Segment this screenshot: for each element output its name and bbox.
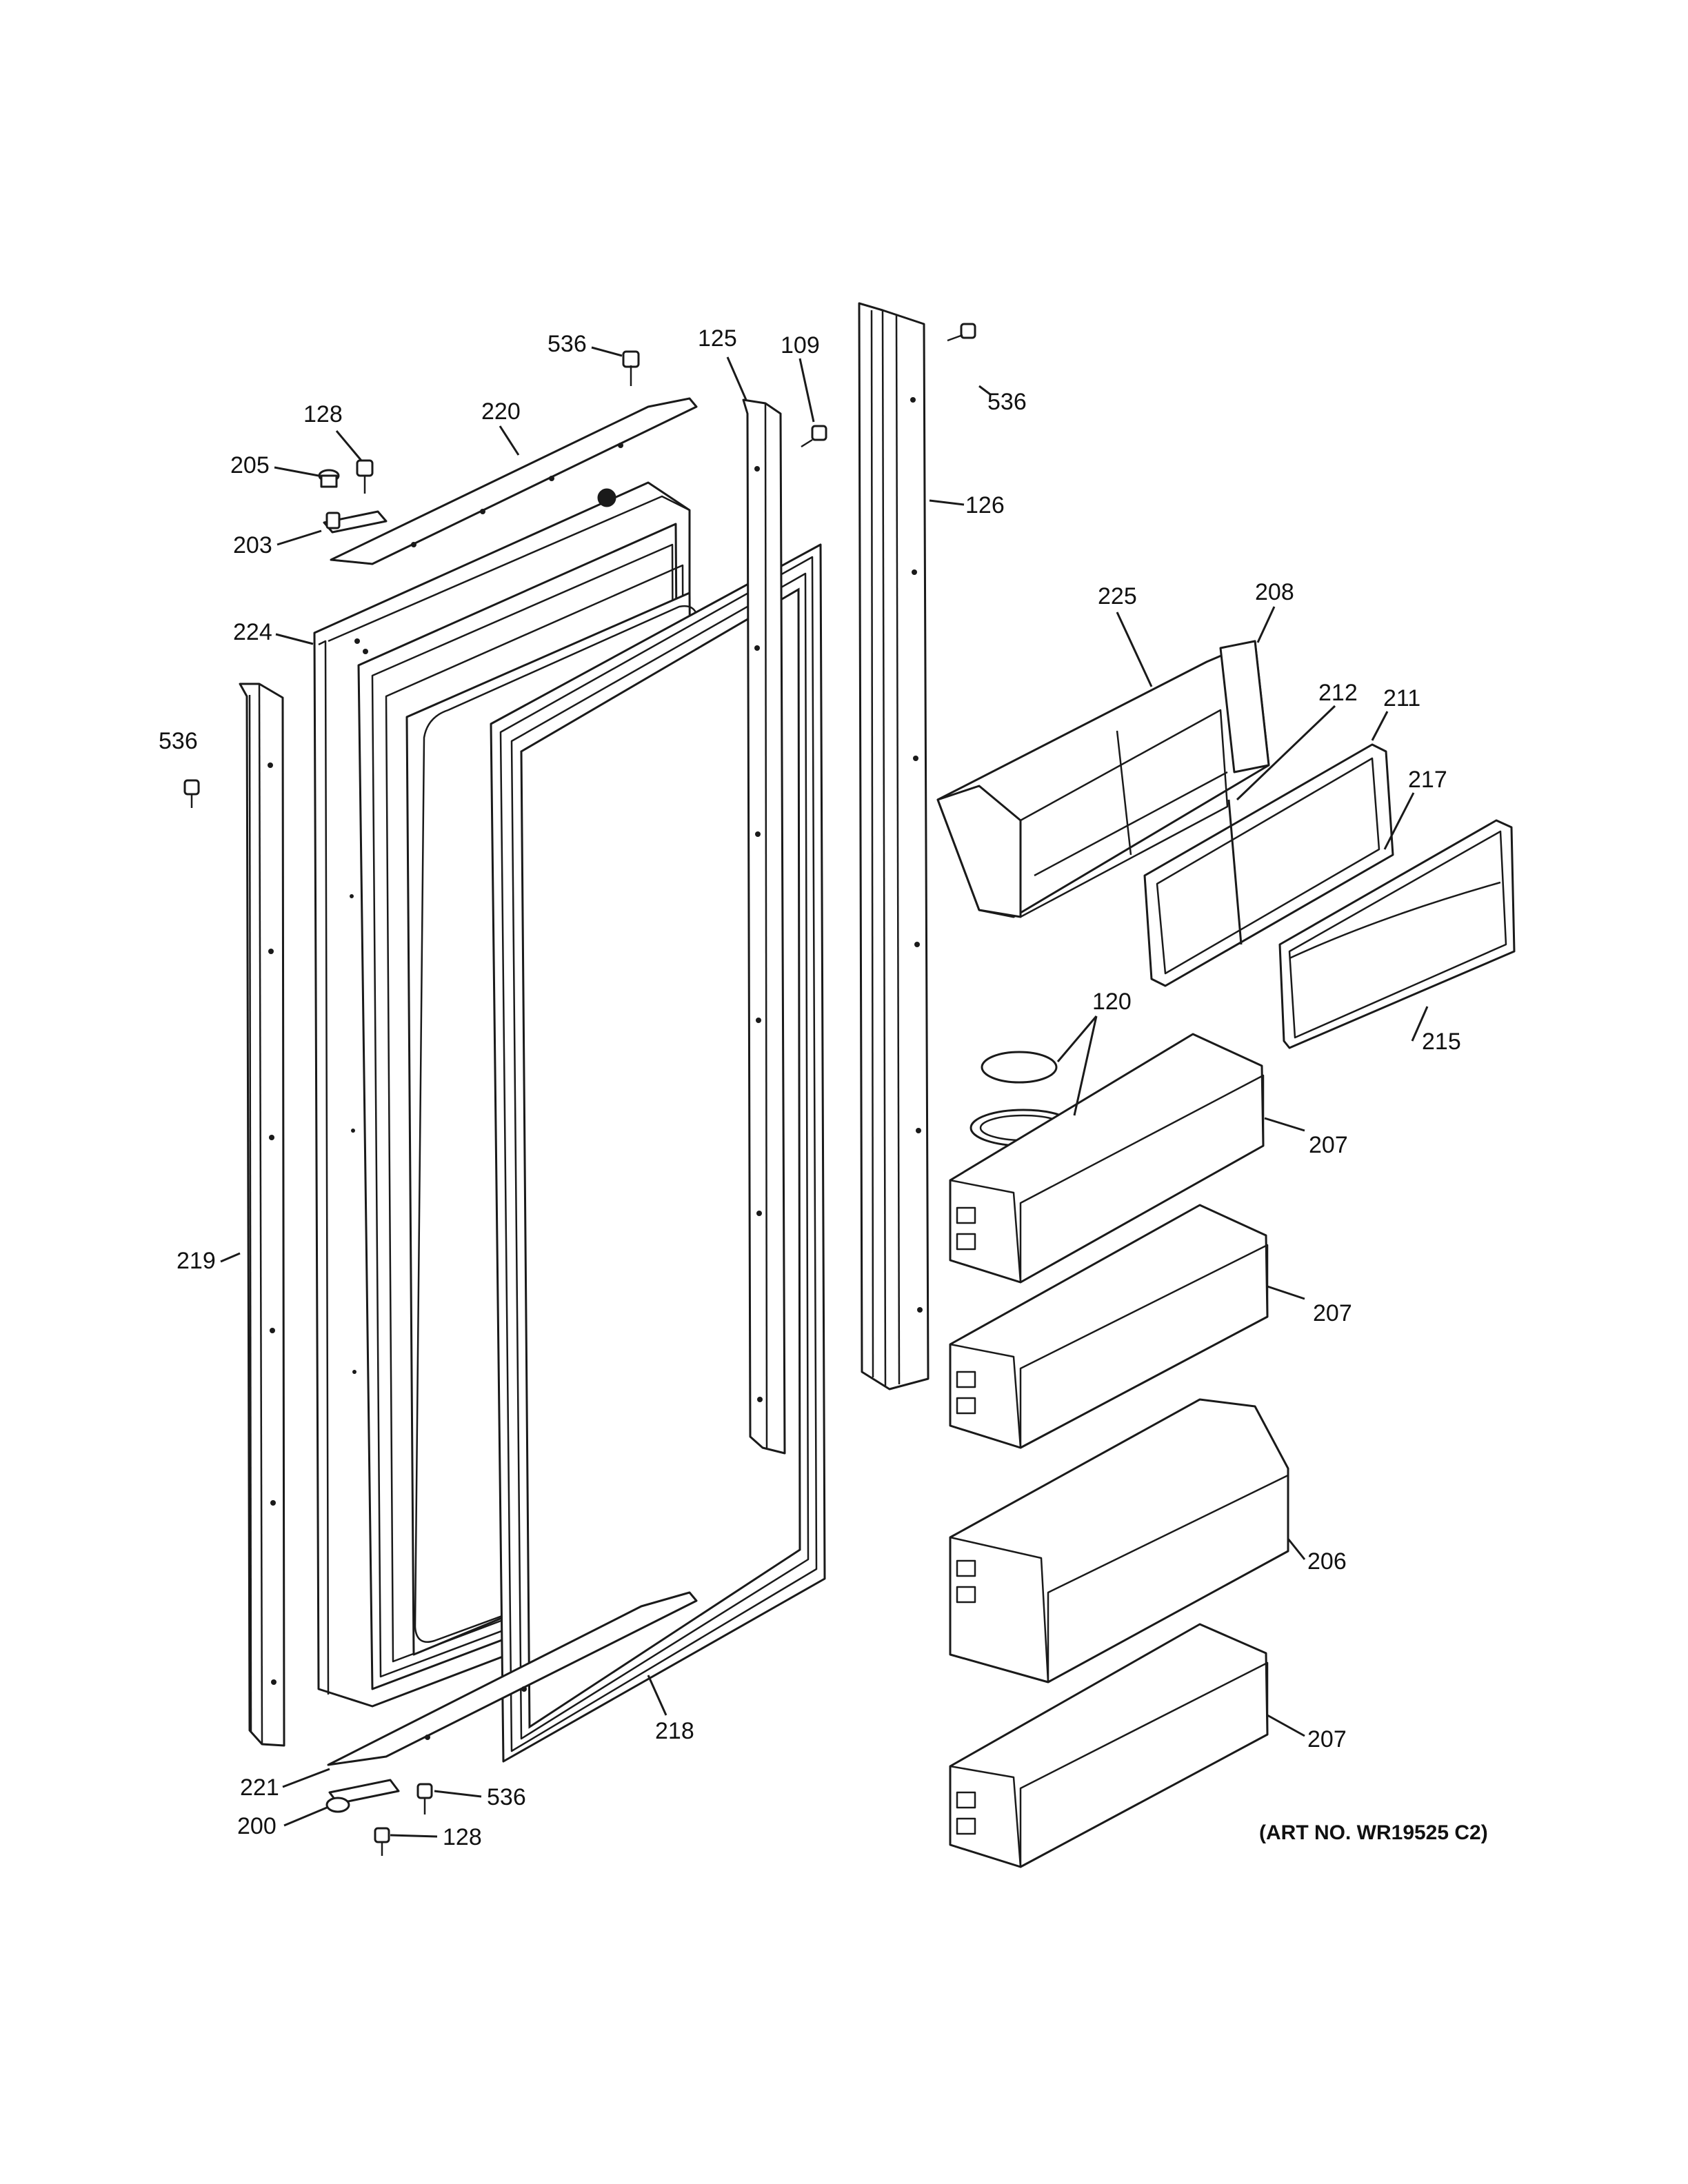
callout-203: 203 — [233, 532, 272, 558]
bin-206 — [949, 1398, 1289, 1684]
hinge-200 — [325, 1779, 400, 1813]
callout-207: 207 — [1307, 1726, 1347, 1752]
callout-225: 225 — [1098, 583, 1137, 609]
callout-217: 217 — [1408, 767, 1447, 793]
part-125-strip — [742, 398, 786, 1455]
callout-125: 125 — [698, 325, 737, 352]
part-219-trim-strip — [239, 682, 285, 1747]
callout-120: 120 — [1092, 989, 1132, 1015]
part-215-217-front — [1278, 819, 1516, 1049]
bushing-205 — [318, 469, 340, 488]
screw-128-top — [356, 459, 374, 494]
callout-536: 536 — [487, 1784, 526, 1810]
screw-536-right — [947, 323, 976, 342]
callout-126: 126 — [965, 492, 1005, 518]
part-221-bottom-channel — [327, 1591, 698, 1766]
callout-215: 215 — [1422, 1029, 1461, 1055]
screw-128-bottom — [374, 1827, 390, 1856]
callout-218: 218 — [655, 1718, 694, 1744]
callout-206: 206 — [1307, 1548, 1347, 1575]
callout-221: 221 — [240, 1775, 279, 1801]
screw-536-bottom — [416, 1783, 433, 1814]
callout-219: 219 — [177, 1248, 216, 1274]
part-225-208-bin-assembly — [936, 640, 1270, 918]
leader-lines — [220, 346, 1429, 1838]
callout-212: 212 — [1318, 680, 1358, 706]
callout-208: 208 — [1255, 579, 1294, 605]
callout-211: 211 — [1383, 685, 1420, 711]
callout-220: 220 — [481, 398, 521, 425]
callout-128: 128 — [443, 1824, 482, 1850]
art-number: (ART NO. WR19525 C2) — [1259, 1821, 1488, 1844]
callout-536: 536 — [159, 728, 198, 754]
callout-205: 205 — [230, 452, 270, 478]
screw-536-left — [183, 779, 200, 808]
callout-224: 224 — [233, 619, 272, 645]
hinge-203 — [323, 510, 388, 534]
part-211-212-frame — [1143, 743, 1394, 987]
callout-207: 207 — [1309, 1132, 1348, 1158]
screw-536-top — [622, 350, 640, 386]
callout-536: 536 — [547, 331, 587, 357]
part-126-mullion — [858, 302, 930, 1391]
bin-207-second — [949, 1204, 1269, 1449]
callout-207: 207 — [1313, 1300, 1352, 1326]
part-220-top-channel — [330, 397, 698, 565]
callout-536: 536 — [987, 389, 1027, 415]
callout-labels: 536 125 109 536 128 220 205 126 203 225 … — [159, 325, 1488, 1850]
callout-109: 109 — [781, 332, 820, 358]
part-218-door-gasket — [490, 543, 826, 1763]
bin-207-first — [949, 1033, 1265, 1284]
bin-207-third — [949, 1623, 1269, 1868]
callout-128: 128 — [303, 401, 343, 427]
callout-200: 200 — [237, 1813, 277, 1839]
screw-109 — [801, 425, 827, 448]
